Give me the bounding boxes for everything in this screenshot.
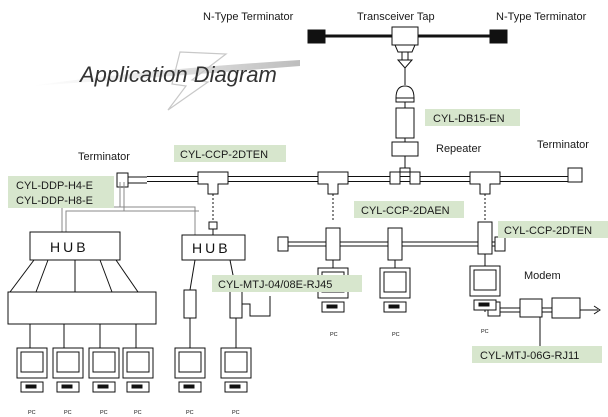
pc-label-4: PC [134, 410, 142, 416]
hub-left [29, 231, 121, 261]
terminator-right [567, 167, 583, 183]
label-terminator-left: Terminator [78, 151, 130, 163]
pc-1 [16, 347, 48, 393]
transceiver-tap [391, 26, 419, 46]
modem-box-1 [519, 298, 543, 318]
tag-ccp-daen: CYL-CCP-2DAEN [361, 205, 450, 217]
tag-ccp-top: CYL-CCP-2DTEN [180, 149, 268, 161]
repeater [391, 141, 419, 157]
pc-label-1: PC [28, 410, 36, 416]
mtj-jack-1 [183, 289, 197, 319]
ccp-outlet-1 [325, 227, 341, 261]
diagram-title: Application Diagram [78, 62, 277, 87]
tag-bg-mtj-04 [212, 275, 362, 292]
db15-connector [395, 107, 415, 139]
pc-9 [469, 265, 501, 311]
ccp-outlet-2 [387, 227, 403, 261]
patch-panel [7, 291, 157, 325]
hub-right [181, 234, 246, 261]
pc-3 [88, 347, 120, 393]
pc-label-3: PC [100, 410, 108, 416]
label-terminator-right: Terminator [537, 139, 589, 151]
pc-label-5: PC [186, 410, 194, 416]
pc-label-7: PC [330, 332, 338, 338]
pc-label-8: PC [392, 332, 400, 338]
hub-label-right: HUB [192, 240, 231, 256]
label-repeater: Repeater [436, 143, 482, 155]
tag-bg-ddp [8, 176, 114, 208]
swoosh-decoration [30, 60, 300, 86]
transceiver-unit [395, 85, 415, 99]
tag-bg-ccp-right [498, 221, 608, 238]
tag-mtj-06: CYL-MTJ-06G-RJ11 [480, 350, 579, 362]
modem-box-2 [551, 297, 581, 319]
pc-label-9: PC [481, 329, 489, 335]
tag-db15: CYL-DB15-EN [433, 113, 505, 125]
n-type-terminator-right [489, 29, 508, 44]
label-n-type-right: N-Type Terminator [496, 11, 587, 23]
tag-ddp-h8: CYL-DDP-H8-E [16, 195, 93, 207]
tag-bg-ccp-daen [354, 201, 464, 218]
label-transceiver-tap: Transceiver Tap [357, 11, 435, 23]
t-connector-3 [389, 167, 421, 185]
pc-2 [52, 347, 84, 393]
t-connector-1 [197, 171, 229, 195]
pc-8 [379, 267, 411, 313]
label-modem: Modem [524, 270, 561, 282]
pc-4 [122, 347, 154, 393]
label-n-type-left: N-Type Terminator [203, 11, 294, 23]
terminator-left [116, 172, 129, 188]
tag-mtj-04: CYL-MTJ-04/08E-RJ45 [218, 279, 332, 291]
tag-bg-mtj-06 [472, 346, 602, 363]
pc-6 [220, 347, 252, 393]
ccp-outlet-3 [477, 221, 493, 255]
tag-ddp-h4: CYL-DDP-H4-E [16, 180, 93, 192]
hub-label-left: HUB [50, 239, 89, 255]
t-connector-4 [469, 171, 501, 195]
t-connector-2 [317, 171, 349, 195]
n-type-terminator-left [307, 29, 326, 44]
pc-label-2: PC [64, 410, 72, 416]
tag-bg-ccp-top [174, 145, 286, 162]
tag-bg-db15 [425, 109, 520, 126]
tag-ccp-right: CYL-CCP-2DTEN [504, 225, 592, 237]
swoosh-logo-icon [167, 51, 228, 111]
pc-label-6: PC [232, 410, 240, 416]
mtj-jack-2 [229, 289, 243, 319]
pc-5 [174, 347, 206, 393]
